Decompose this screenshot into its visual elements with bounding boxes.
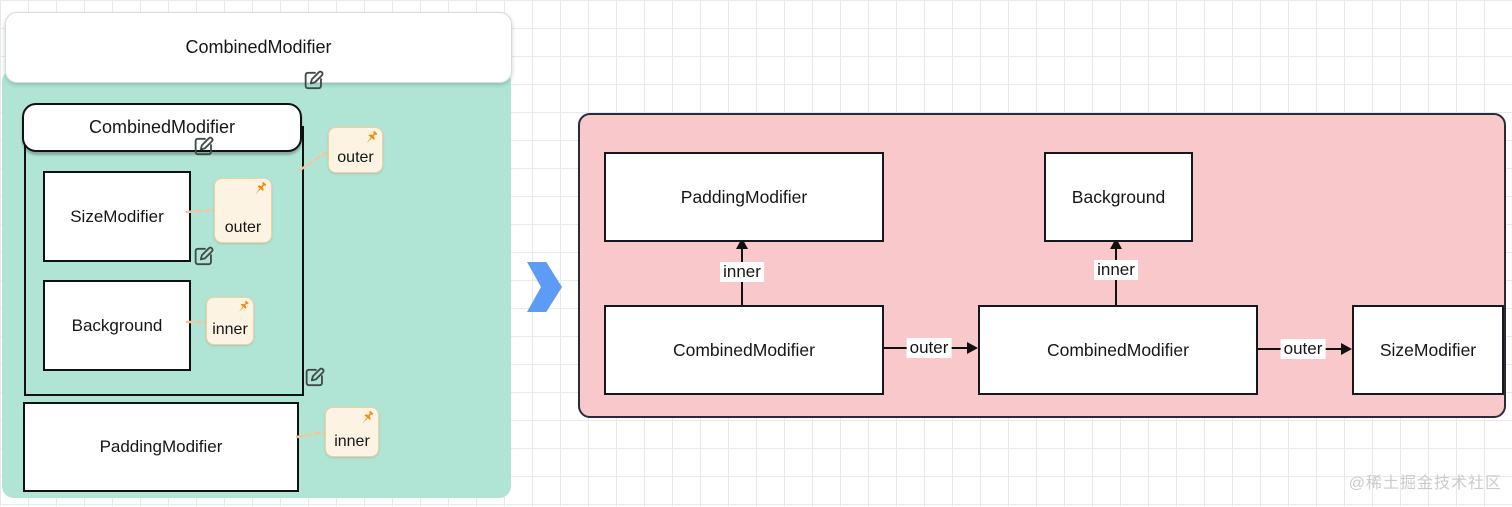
edge-label-text: inner xyxy=(723,262,761,281)
result-node-combined-modifier-2[interactable]: CombinedModifier xyxy=(978,305,1258,395)
result-node-background[interactable]: Background xyxy=(1044,152,1193,242)
arrow-head-outer-1 xyxy=(967,342,978,354)
result-node-padding-modifier[interactable]: PaddingModifier xyxy=(604,152,884,242)
watermark: @稀土掘金技术社区 xyxy=(1349,469,1502,493)
edge-label-inner-2[interactable]: inner xyxy=(1094,260,1138,280)
edge-label-outer-2[interactable]: outer xyxy=(1280,339,1326,359)
node-label: SizeModifier xyxy=(1379,339,1477,360)
node-label: SizeModifier xyxy=(70,206,164,226)
edge-label-text: outer xyxy=(1283,339,1323,358)
edge-label-inner-1[interactable]: inner xyxy=(720,262,764,282)
watermark-text: @稀土掘金技术社区 xyxy=(1348,475,1502,492)
pin-tag-inner-background[interactable]: inner xyxy=(206,297,254,345)
edit-icon-combined-group[interactable] xyxy=(192,135,215,158)
edit-icon-root-node[interactable] xyxy=(302,69,325,92)
pushpin-icon xyxy=(235,299,251,315)
node-size-modifier[interactable]: SizeModifier xyxy=(43,171,191,262)
edit-icon-size-modifier[interactable] xyxy=(192,245,215,268)
pin-label: outer xyxy=(224,219,262,236)
pin-label: outer xyxy=(337,149,374,166)
pin-tag-inner-padding[interactable]: inner xyxy=(325,407,379,457)
arrow-head-inner-2 xyxy=(1110,238,1122,249)
node-label: CombinedModifier xyxy=(672,339,815,360)
pin-tag-outer-group[interactable]: outer xyxy=(328,127,383,173)
result-node-combined-modifier-1[interactable]: CombinedModifier xyxy=(604,305,884,395)
node-background[interactable]: Background xyxy=(43,280,191,371)
combined-group-title: CombinedModifier xyxy=(88,117,236,137)
node-label: CombinedModifier xyxy=(1046,339,1189,360)
edit-icon-group-corner[interactable] xyxy=(303,366,326,389)
arrow-head-outer-2 xyxy=(1341,343,1352,355)
pushpin-icon xyxy=(358,409,376,427)
node-label: Background xyxy=(1071,186,1166,207)
pushpin-icon xyxy=(362,129,380,147)
root-node-title: CombinedModifier xyxy=(185,37,332,57)
combined-group-label[interactable]: CombinedModifier xyxy=(22,103,302,152)
edge-label-text: inner xyxy=(1097,260,1135,279)
node-label: PaddingModifier xyxy=(99,437,223,456)
root-node-header[interactable]: CombinedModifier xyxy=(5,12,512,83)
node-label: Background xyxy=(71,315,163,335)
pin-tag-outer-size[interactable]: outer xyxy=(214,178,272,243)
edge-label-outer-1[interactable]: outer xyxy=(906,338,952,358)
pin-label: inner xyxy=(334,433,370,450)
node-label: PaddingModifier xyxy=(680,186,808,207)
pin-label: inner xyxy=(212,321,248,338)
arrow-head-inner-1 xyxy=(736,238,748,249)
transform-chevron-icon[interactable] xyxy=(527,262,562,312)
result-node-size-modifier[interactable]: SizeModifier xyxy=(1352,305,1504,395)
pushpin-icon xyxy=(251,180,269,198)
node-padding-modifier[interactable]: PaddingModifier xyxy=(23,402,299,492)
edge-label-text: outer xyxy=(909,338,949,357)
